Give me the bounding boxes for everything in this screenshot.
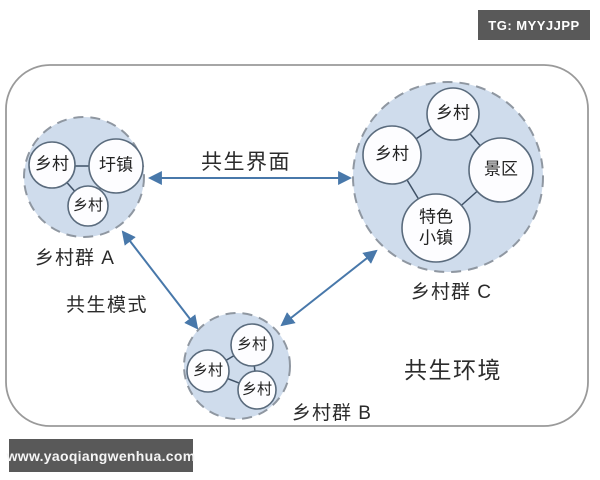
- node-c-featured-town: [401, 193, 471, 263]
- cluster-a-nodes: [28, 138, 144, 227]
- node-label-c-featured-town: 特色小镇: [419, 207, 453, 247]
- node-label-c-village-2: 乡村: [375, 144, 409, 164]
- node-label-c-scenic-area: 景区: [484, 159, 518, 179]
- node-label-a-town: 圩镇: [99, 155, 133, 175]
- node-a-town: [88, 138, 144, 194]
- relation-arrows: [121, 171, 378, 330]
- watermark-url: www.yaoqiangwenhua.com: [7, 439, 195, 472]
- symbiosis-mode-label: 共生模式: [66, 295, 149, 316]
- node-label-a-village-2: 乡村: [72, 196, 104, 214]
- arrow-a-b: [121, 230, 199, 330]
- environment-frame: [5, 64, 589, 427]
- arrow-c-b: [280, 249, 378, 327]
- node-a-village-2: [67, 185, 109, 227]
- node-c-village-2: [362, 125, 422, 185]
- symbiosis-environment-label: 共生环境: [404, 357, 502, 383]
- node-b-village-1: [230, 323, 274, 367]
- node-b-village-2: [186, 349, 230, 393]
- cluster-b-nodes: [186, 323, 277, 410]
- node-label-c-village-1: 乡村: [436, 103, 470, 123]
- node-label-b-village-1: 乡村: [236, 335, 268, 353]
- node-b-village-3: [237, 370, 277, 410]
- node-label-b-village-2: 乡村: [192, 361, 224, 379]
- node-c-scenic-area: [468, 137, 534, 203]
- symbiosis-interface-label: 共生界面: [201, 151, 291, 174]
- telegram-badge: TG: MYYJJPP: [478, 10, 590, 40]
- cluster-c-nodes: [362, 87, 534, 263]
- node-a-village-1: [28, 141, 76, 189]
- node-c-village-1: [426, 87, 480, 141]
- node-label-b-village-3: 乡村: [241, 380, 273, 398]
- cluster-a-label: 乡村群 A: [35, 248, 115, 269]
- cluster-b-label: 乡村群 B: [292, 403, 372, 424]
- node-label-a-village-1: 乡村: [35, 154, 69, 174]
- cluster-c-label: 乡村群 C: [411, 282, 493, 303]
